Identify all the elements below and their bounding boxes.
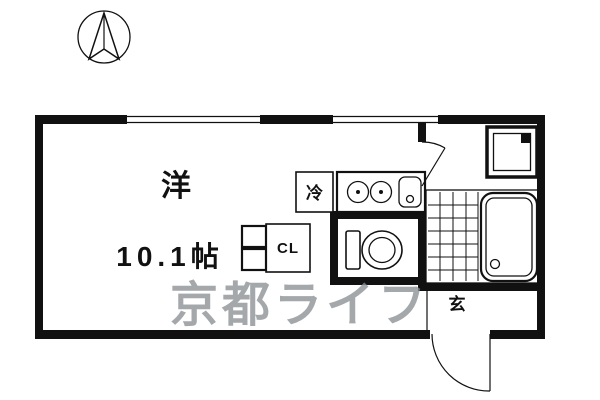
- main-room-label: 洋: [161, 170, 191, 203]
- window-top-right: [333, 115, 438, 124]
- entrance-door-arc: [431, 333, 491, 392]
- north-arrow-icon: [77, 10, 131, 64]
- entrance-label: 玄: [449, 294, 466, 314]
- bathroom: [425, 189, 539, 284]
- bathroom-door-arc: [421, 141, 446, 187]
- closet-label: CL: [277, 240, 299, 257]
- outer-walls: [35, 115, 545, 339]
- bathtub-icon: [479, 191, 539, 283]
- fridge-label: 冷: [306, 183, 323, 203]
- window-top-left: [127, 115, 260, 124]
- interior-walls: [330, 122, 545, 291]
- stove-burners-icon: [346, 180, 393, 204]
- closet-door-leaf: [240, 224, 268, 249]
- bathroom-tile-floor: [428, 192, 479, 281]
- kitchen-counter: [335, 170, 427, 214]
- closet: CL: [240, 223, 311, 273]
- closet-door-leaf: [240, 247, 268, 272]
- watermark-text: 京都ライフ: [170, 279, 430, 332]
- toilet-icon: [345, 230, 403, 270]
- main-room-size-label: 10.1帖: [116, 241, 224, 272]
- fridge-space: 冷: [295, 171, 334, 213]
- kitchen-sink-icon: [398, 176, 422, 208]
- washing-machine-icon: [485, 125, 539, 179]
